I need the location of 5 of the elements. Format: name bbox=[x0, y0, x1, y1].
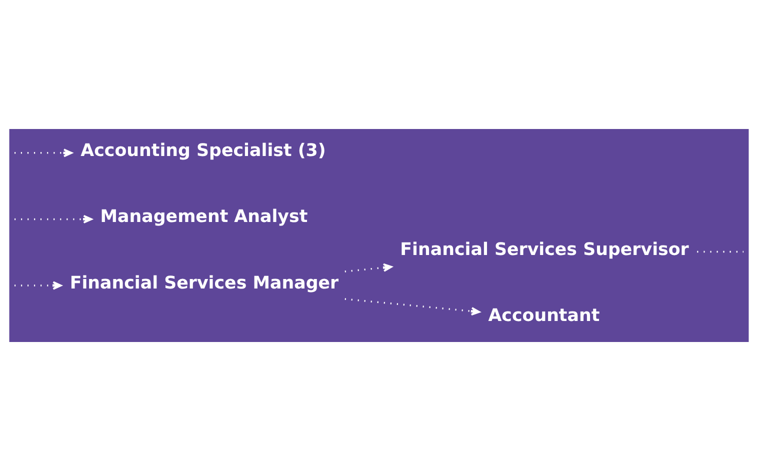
node-text: Financial Services Manager bbox=[69, 273, 338, 294]
node-text: Accountant bbox=[488, 306, 600, 326]
node-text: Management Analyst bbox=[100, 206, 308, 227]
node-text: Accounting Specialist (3) bbox=[80, 140, 326, 160]
node-text: Financial Services Supervisor bbox=[400, 239, 688, 260]
